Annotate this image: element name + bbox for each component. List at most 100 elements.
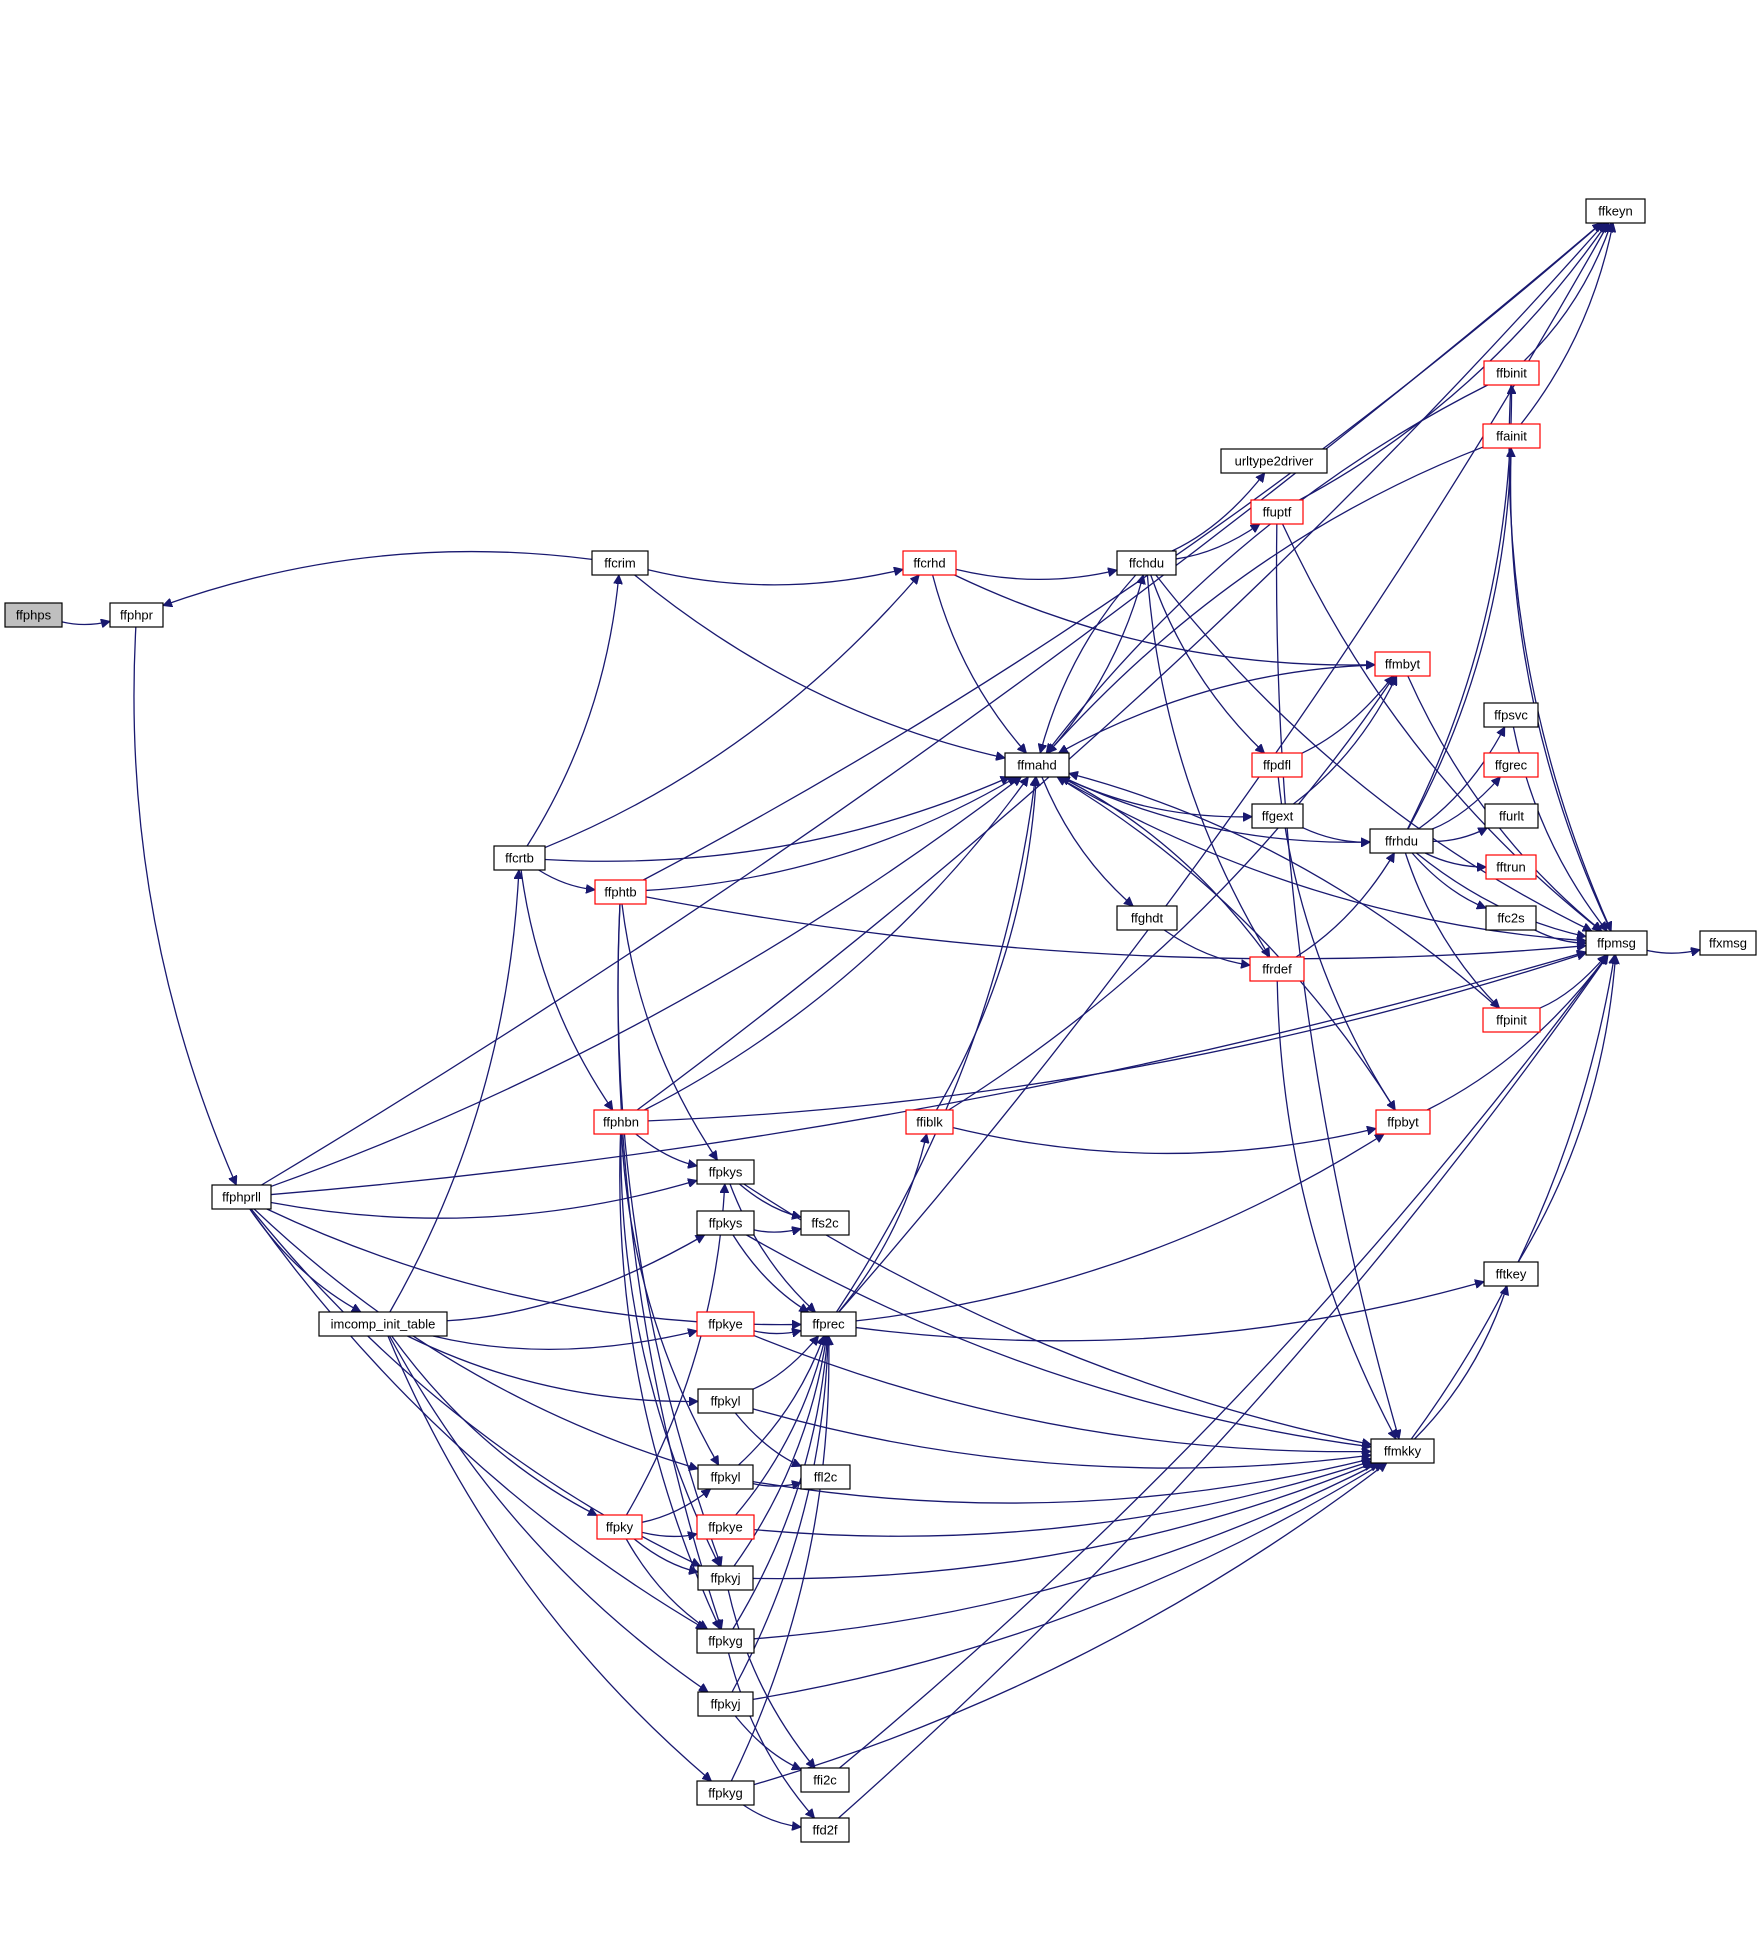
edge-ffgext-to-ffmbyt	[1292, 676, 1398, 805]
node-ffpkyj2[interactable]: ffpkyj	[697, 1691, 754, 1717]
node-label-fftkey: fftkey	[1496, 1267, 1527, 1282]
edge-ffcrtb-to-ffphbn	[520, 869, 613, 1110]
node-label-ffurlt: ffurlt	[1499, 809, 1524, 824]
node-ffpdfl[interactable]: ffpdfl	[1251, 752, 1303, 778]
edge-ffiblk-to-ffmbyt	[948, 676, 1395, 1111]
edge-ffcrtb-to-ffcrhd	[544, 575, 919, 849]
node-ffc2s[interactable]: ffc2s	[1485, 905, 1537, 931]
node-ffbinit[interactable]: ffbinit	[1483, 360, 1540, 386]
node-ffpkye1[interactable]: ffpkye	[696, 1311, 755, 1337]
node-box-ffcrim	[591, 550, 649, 576]
edge-imcomp_init_table-to-ffpkyl1	[407, 1335, 698, 1401]
node-ffpsvc[interactable]: ffpsvc	[1483, 702, 1539, 728]
edge-ffchdu-to-ffuptf	[1175, 524, 1260, 560]
node-box-imcomp_init_table	[318, 1311, 448, 1337]
node-ffpkyg2[interactable]: ffpkyg	[696, 1780, 755, 1806]
node-ffrhdu[interactable]: ffrhdu	[1369, 828, 1434, 854]
node-ffainit[interactable]: ffainit	[1482, 423, 1541, 449]
node-ffpkyl2[interactable]: ffpkyl	[697, 1464, 754, 1490]
node-ffcrtb[interactable]: ffcrtb	[493, 845, 546, 871]
node-label-ffmbyt: ffmbyt	[1385, 657, 1421, 672]
edge-ffpkyg1-to-ffmkky	[753, 1462, 1379, 1640]
node-ffphbn[interactable]: ffphbn	[593, 1109, 649, 1135]
node-ffi2c[interactable]: ffi2c	[800, 1767, 850, 1793]
node-ffl2c[interactable]: ffl2c	[800, 1464, 851, 1490]
node-ffpbyt[interactable]: ffpbyt	[1375, 1109, 1431, 1135]
node-ffphtb[interactable]: ffphtb	[594, 879, 647, 905]
node-ffrdef[interactable]: ffrdef	[1249, 956, 1305, 982]
node-ffpkyl1[interactable]: ffpkyl	[697, 1388, 754, 1414]
node-ffcrhd[interactable]: ffcrhd	[902, 550, 957, 576]
node-ffpinit[interactable]: ffpinit	[1482, 1007, 1541, 1033]
node-ffmkky[interactable]: ffmkky	[1370, 1438, 1435, 1464]
node-ffgext[interactable]: ffgext	[1251, 803, 1304, 829]
node-box-ffmbyt	[1374, 651, 1431, 677]
edge-ffphprll-to-imcomp_init_table	[249, 1208, 361, 1313]
node-box-ffprec	[800, 1311, 857, 1337]
edge-ffrhdu-to-ffgrec	[1432, 777, 1500, 830]
edge-ffmbyt-to-ffmahd	[1059, 664, 1376, 754]
node-ffmbyt[interactable]: ffmbyt	[1374, 651, 1431, 677]
node-ffiblk[interactable]: ffiblk	[905, 1109, 954, 1135]
node-box-ffpkyj2	[697, 1691, 754, 1717]
node-ffpkys1[interactable]: ffpkys	[696, 1159, 755, 1185]
edge-ffphbn-to-ffpmsg	[647, 953, 1586, 1122]
node-ffpkyj1[interactable]: ffpkyj	[697, 1565, 754, 1591]
edge-ffchdu-to-ffmahd	[1040, 574, 1137, 753]
edge-ffphprll-to-ffpkyj1	[250, 1208, 700, 1566]
node-label-ffpky: ffpky	[606, 1520, 634, 1535]
node-box-ffgext	[1251, 803, 1304, 829]
node-label-ffgrec: ffgrec	[1495, 758, 1528, 773]
node-ffs2c[interactable]: ffs2c	[800, 1210, 850, 1236]
edge-ffbinit-to-ffmahd	[1046, 384, 1488, 753]
node-urltype2driver[interactable]: urltype2driver	[1220, 448, 1328, 474]
edge-ffainit-to-ffkeyn	[1520, 223, 1613, 425]
node-fftkey[interactable]: fftkey	[1483, 1261, 1539, 1287]
node-ffphprll[interactable]: ffphprll	[211, 1184, 272, 1210]
node-ffuptf[interactable]: ffuptf	[1250, 499, 1304, 525]
node-ffd2f[interactable]: ffd2f	[800, 1817, 850, 1843]
node-ffcrim[interactable]: ffcrim	[591, 550, 649, 576]
edge-ffcrim-to-ffmahd	[634, 574, 1005, 758]
node-ffpkyg1[interactable]: ffpkyg	[696, 1628, 755, 1654]
edge-ffd2f-to-ffpmsg	[838, 955, 1609, 1819]
node-box-ffainit	[1482, 423, 1541, 449]
edge-ffcrim-to-ffcrhd	[647, 569, 903, 586]
node-ffghdt[interactable]: ffghdt	[1116, 905, 1178, 931]
node-ffgrec[interactable]: ffgrec	[1483, 752, 1539, 778]
edge-ffphprll-to-ffkeyn	[261, 223, 1602, 1186]
node-box-ffchdu	[1116, 550, 1177, 576]
node-fftrun[interactable]: fftrun	[1485, 854, 1537, 880]
edge-ffphtb-to-ffpkyg1	[617, 903, 721, 1629]
node-ffpky[interactable]: ffpky	[596, 1514, 643, 1540]
node-box-ffbinit	[1483, 360, 1540, 386]
node-ffchdu[interactable]: ffchdu	[1116, 550, 1177, 576]
node-ffkeyn[interactable]: ffkeyn	[1585, 198, 1646, 224]
edge-ffiblk-to-ffpbyt	[952, 1128, 1376, 1155]
node-imcomp_init_table[interactable]: imcomp_init_table	[318, 1311, 448, 1337]
edge-ffpkyg1-to-ffd2f	[727, 1652, 815, 1818]
edge-ffphtb-to-ffpkys1	[621, 903, 717, 1160]
node-ffprec[interactable]: ffprec	[800, 1311, 857, 1337]
edge-imcomp_init_table-to-ffcrtb	[389, 870, 519, 1313]
edge-ffuptf-to-ffkeyn	[1299, 223, 1607, 501]
node-label-ffl2c: ffl2c	[814, 1470, 838, 1485]
node-ffmahd[interactable]: ffmahd	[1004, 752, 1070, 778]
node-ffurlt[interactable]: ffurlt	[1484, 803, 1539, 829]
edge-ffpkyl1-to-ffl2c	[734, 1412, 801, 1466]
node-ffxmsg[interactable]: ffxmsg	[1699, 930, 1757, 956]
node-box-ffrhdu	[1369, 828, 1434, 854]
edge-ffpky-to-ffpkyl2	[641, 1489, 711, 1523]
node-ffpkye2[interactable]: ffpkye	[696, 1514, 755, 1540]
edge-ffpmsg-to-ffxmsg	[1646, 950, 1700, 953]
node-ffpkys2[interactable]: ffpkys	[696, 1210, 755, 1236]
edge-ffphbn-to-ffmahd	[644, 777, 1028, 1111]
node-box-ffpkyl1	[697, 1388, 754, 1414]
node-ffpmsg[interactable]: ffpmsg	[1585, 930, 1648, 956]
node-ffphpr[interactable]: ffphpr	[109, 602, 164, 628]
edge-ffpinit-to-ffmahd	[1069, 773, 1499, 1009]
node-label-ffchdu: ffchdu	[1129, 556, 1164, 571]
node-ffphps[interactable]: ffphps	[4, 602, 63, 628]
edge-ffphtb-to-ffpmsg	[645, 896, 1586, 960]
